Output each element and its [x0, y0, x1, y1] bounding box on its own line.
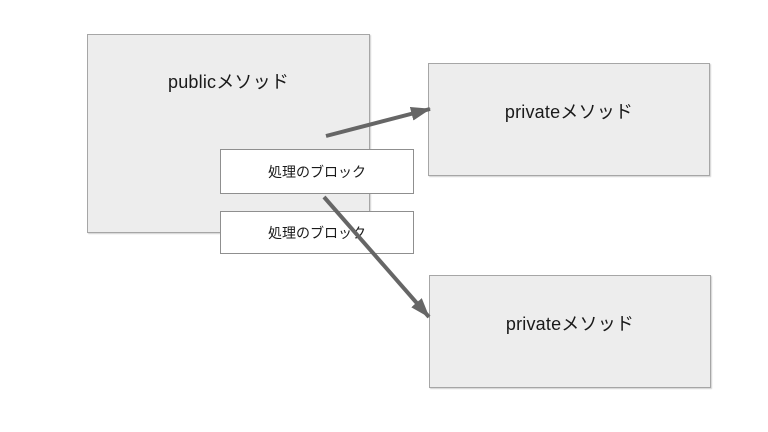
process-block-1-label: 処理のブロック [268, 163, 366, 180]
public-method-box: publicメソッド 処理のブロック 処理のブロック [87, 34, 414, 254]
process-block-2-label: 処理のブロック [268, 224, 366, 241]
private-method-box-1: privateメソッド [428, 63, 710, 176]
process-block-1: 処理のブロック [220, 149, 414, 194]
private-method-2-label: privateメソッド [505, 313, 635, 334]
private-method-1-label: privateメソッド [504, 101, 634, 122]
process-block-2: 処理のブロック [220, 211, 414, 254]
private-method-box-2: privateメソッド [429, 275, 711, 388]
public-method-label: publicメソッド [167, 72, 290, 92]
